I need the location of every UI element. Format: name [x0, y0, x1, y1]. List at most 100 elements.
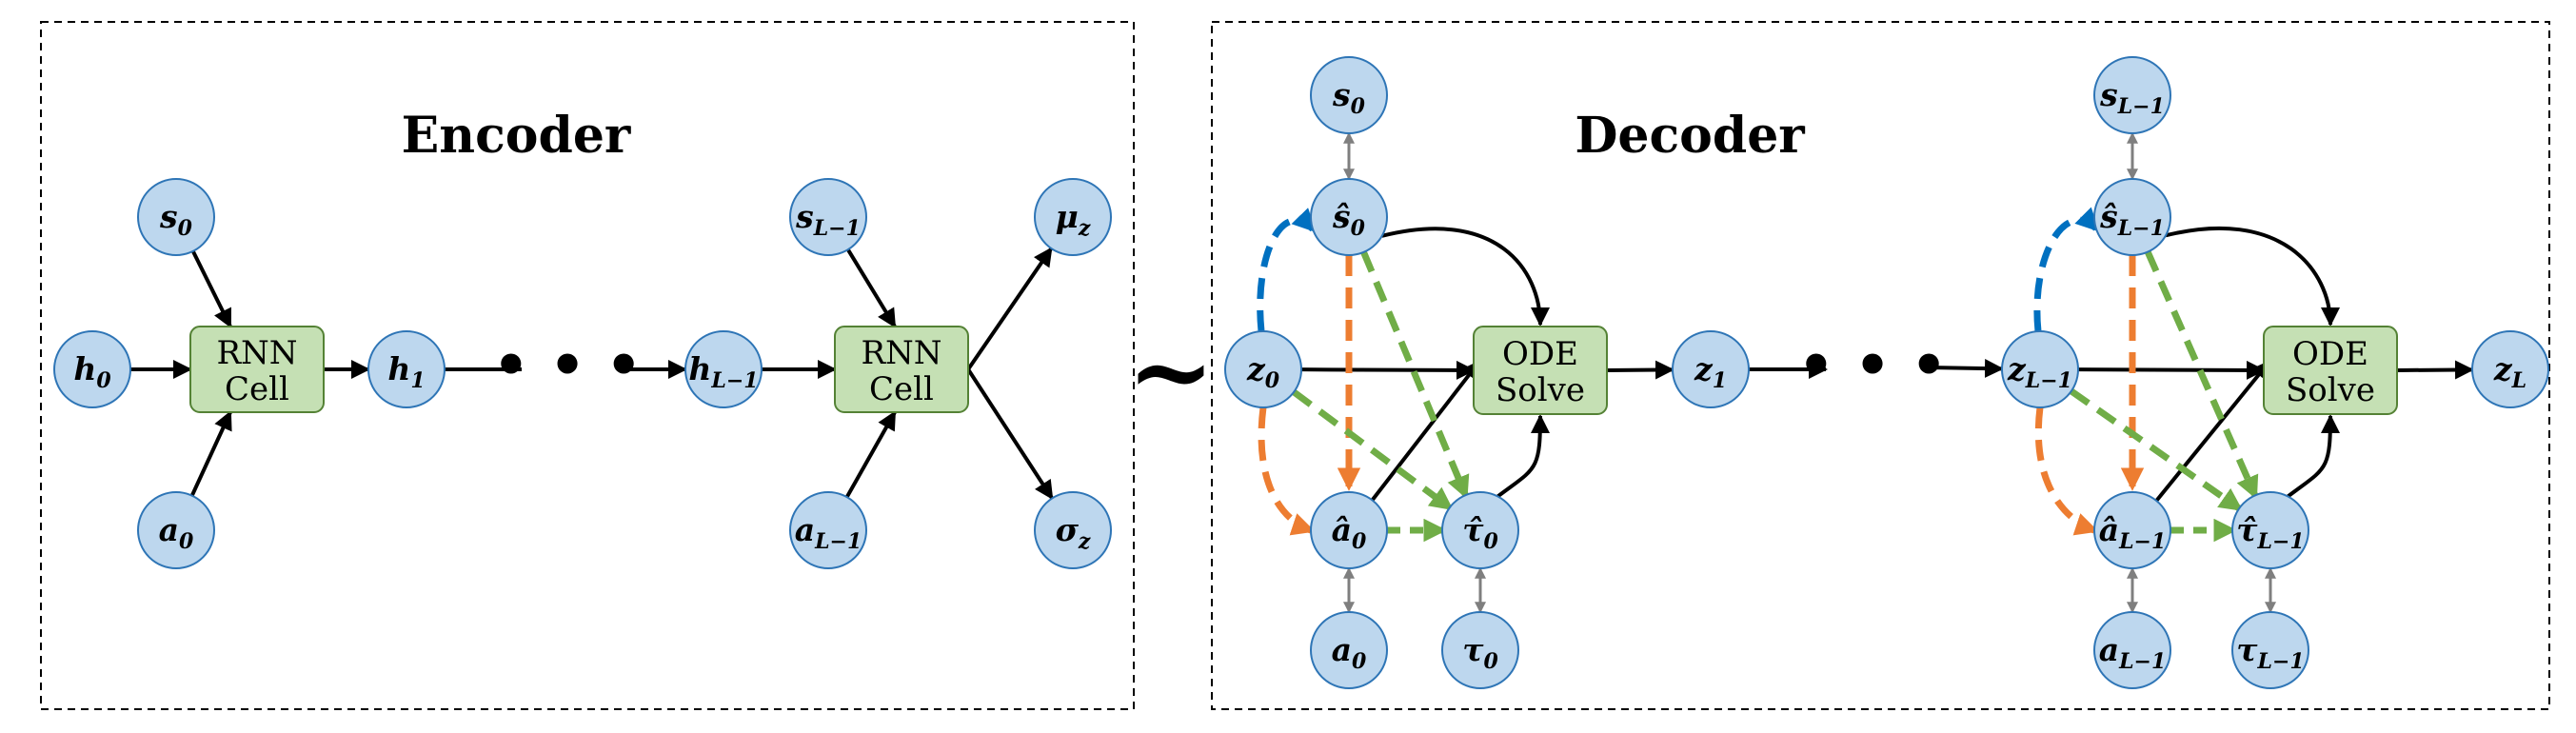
rnn-cell-block-last-label-bottom: Cell: [869, 370, 934, 408]
edge-rnn-to-mu: [966, 247, 1053, 371]
node-symbol: s: [159, 198, 178, 235]
edge-shat-to-ode: [1381, 227, 1550, 327]
encoder-ellipsis: • • •: [493, 332, 643, 399]
ode-solve-block-last-label-bottom: Solve: [2286, 371, 2375, 409]
node-subscript: L−1: [2117, 94, 2165, 119]
node-subscript: 0: [1352, 529, 1367, 554]
svg-text:aL−1: aL−1: [2099, 631, 2167, 674]
node-decoder-tauL1: τL−1: [2231, 611, 2309, 689]
node-decoder-zL: zL: [2471, 330, 2549, 408]
node-symbol: h: [73, 350, 96, 387]
edge-shat-to-tauhat: [1360, 250, 1470, 500]
node-symbol: ŝ: [1332, 198, 1351, 235]
node-decoder-aL1hat: âL−1: [2093, 491, 2171, 569]
node-symbol: σ: [1056, 511, 1080, 548]
node-symbol: h: [688, 350, 711, 387]
node-decoder-tauL1hat: τ̂L−1: [2231, 491, 2309, 569]
edge-z-to-ahat: [1258, 406, 1316, 536]
edge-ode-to-z1: [1606, 360, 1675, 380]
node-symbol: h: [387, 350, 410, 387]
node-encoder-aL1: aL−1: [789, 491, 867, 569]
svg-text:a0: a0: [159, 511, 194, 554]
node-subscript: L−1: [813, 216, 861, 241]
node-subscript: L−1: [2257, 649, 2305, 674]
node-symbol: a: [1332, 631, 1352, 668]
node-subscript: L−1: [2118, 649, 2166, 674]
node-encoder-sL1: sL−1: [789, 178, 867, 256]
node-subscript: 1: [1713, 368, 1727, 393]
svg-text:s0: s0: [1332, 76, 1366, 119]
svg-text:zL−1: zL−1: [2007, 350, 2072, 393]
node-symbol: ŝ: [2099, 198, 2118, 235]
node-subscript: 0: [1483, 649, 1498, 674]
svg-text:hL−1: hL−1: [688, 350, 758, 393]
node-subscript: 0: [1352, 649, 1367, 674]
node-decoder-zL1: zL−1: [2001, 330, 2079, 408]
node-symbol: τ: [1462, 631, 1484, 668]
svg-text:s0: s0: [159, 198, 193, 241]
decoder-title: Decoder: [1575, 107, 1805, 165]
edge-tauhat-to-ode: [1496, 414, 1550, 499]
svg-text:zL: zL: [2493, 350, 2526, 393]
node-decoder-sL1hat: ŝL−1: [2093, 178, 2171, 256]
node-subscript: L−1: [2118, 529, 2166, 554]
node-subscript: 0: [179, 529, 194, 554]
node-subscript: L−1: [710, 368, 758, 393]
node-subscript: z: [1078, 216, 1091, 241]
ode-solve-block-last-label-top: ODE: [2292, 335, 2368, 373]
svg-text:sL−1: sL−1: [2099, 76, 2165, 119]
node-encoder-mu: μz: [1034, 178, 1112, 256]
node-decoder-tau0: τ0: [1441, 611, 1519, 689]
node-subscript: 1: [410, 368, 425, 393]
ode-solve-block-first-label-top: ODE: [1502, 335, 1578, 373]
edge-shat-to-ode: [2165, 226, 2340, 327]
node-symbol: z: [2493, 350, 2513, 387]
node-symbol: z: [2007, 350, 2027, 387]
node-symbol: a: [795, 511, 815, 548]
edge-z-to-ode: [1300, 360, 1476, 380]
node-decoder-tau0hat: τ̂0: [1441, 491, 1519, 569]
edge-tauhat-to-ode: [2287, 414, 2340, 499]
node-encoder-h1: h1: [367, 330, 446, 408]
svg-text:τ̂0: τ̂0: [1462, 511, 1498, 554]
svg-text:z1: z1: [1694, 350, 1727, 393]
node-subscript: L−1: [814, 529, 862, 554]
edge-sL1-to-rnn: [846, 248, 897, 328]
node-symbol: τ: [2236, 631, 2258, 668]
edge-z-to-tauhat: [2069, 388, 2244, 511]
node-encoder-sigma: σz: [1034, 491, 1112, 569]
node-encoder-s0: s0: [137, 178, 215, 256]
node-decoder-a0hat: â0: [1310, 491, 1388, 569]
edge-rnn-to-sigma: [966, 367, 1054, 501]
svg-text:a0: a0: [1332, 631, 1367, 674]
edge-ahat-to-ode: [2154, 360, 2271, 503]
node-subscript: L−1: [2025, 368, 2072, 393]
svg-text:â0: â0: [1332, 511, 1367, 554]
svg-text:ŝL−1: ŝL−1: [2099, 198, 2165, 241]
svg-text:μz: μz: [1056, 198, 1091, 241]
node-decoder-z0: z0: [1224, 330, 1302, 408]
edge-shat-to-tauhat: [2144, 250, 2259, 500]
node-subscript: 0: [1351, 94, 1366, 119]
node-decoder-s0hat: ŝ0: [1310, 178, 1388, 256]
node-symbol: â: [2099, 511, 2119, 548]
decoder-ellipsis: • • •: [1798, 332, 1948, 399]
node-symbol: a: [159, 511, 179, 548]
node-symbol: z: [1246, 350, 1266, 387]
rnn-cell-block-first-label-top: RNN: [216, 334, 297, 372]
svg-text:τ̂L−1: τ̂L−1: [2236, 511, 2304, 554]
node-symbol: s: [1332, 76, 1351, 113]
node-subscript: z: [1078, 529, 1091, 554]
node-decoder-s0: s0: [1310, 56, 1388, 134]
decoder-panel: [1211, 21, 2550, 710]
edge-aL1-to-rnn: [844, 410, 897, 499]
svg-text:τL−1: τL−1: [2236, 631, 2304, 674]
node-symbol: τ̂: [2236, 511, 2258, 548]
edge-z-to-shat: [2033, 207, 2100, 332]
edge-z-to-ahat: [2035, 406, 2099, 536]
